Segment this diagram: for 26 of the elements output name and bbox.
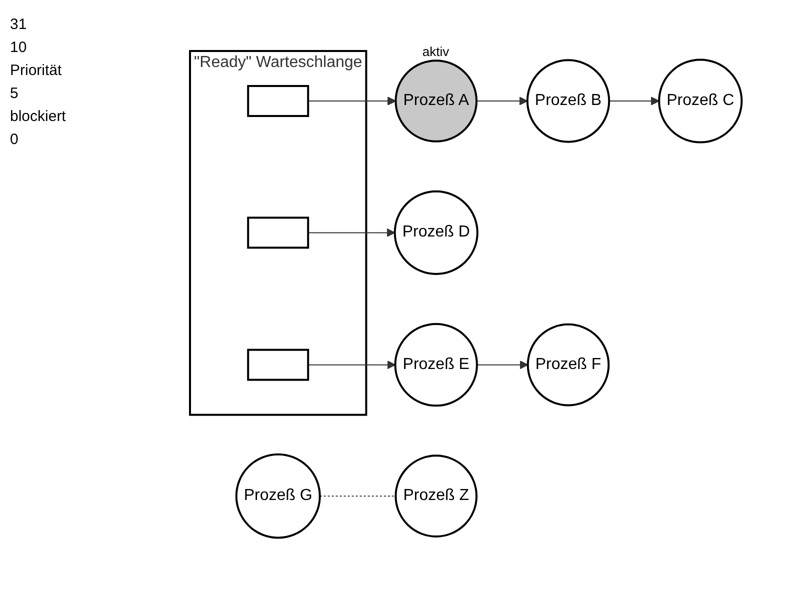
label-text: 5	[10, 85, 20, 102]
arrow	[476, 96, 528, 106]
node-box	[246, 216, 309, 249]
node-circle: Prozeß C	[658, 58, 742, 144]
node-circle: Prozeß F	[526, 324, 610, 406]
label-text: Priorität	[10, 62, 63, 79]
label-text: blockiert	[10, 108, 67, 125]
arrow	[307, 228, 395, 238]
node-circle: Prozeß D	[393, 190, 478, 276]
node-circle: Prozeß Z	[394, 454, 478, 538]
cluster: "Ready" Warteschlange	[188, 50, 367, 416]
node-circle: Prozeß E	[394, 323, 478, 407]
arrow	[608, 96, 660, 106]
node-caption: aktiv	[422, 44, 450, 59]
connector	[318, 496, 396, 497]
node-box	[246, 85, 309, 118]
arrow	[307, 96, 396, 106]
arrow	[476, 360, 528, 370]
label-text: 31	[10, 16, 28, 33]
node-circle: Prozeß G	[235, 453, 320, 539]
arrow	[307, 360, 396, 370]
label-text: 0	[10, 131, 20, 148]
node-circle: Prozeß A	[394, 60, 478, 142]
node-circle: Prozeß B	[526, 59, 610, 143]
node-box	[246, 348, 309, 381]
label-text: 10	[10, 39, 28, 56]
